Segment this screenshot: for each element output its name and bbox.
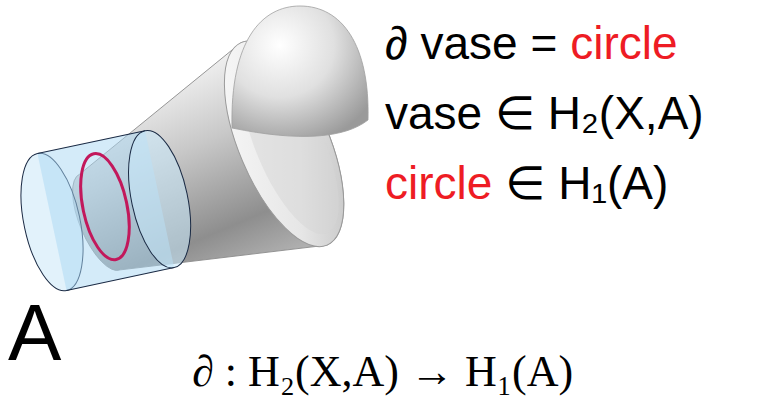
boundary-circle [72, 149, 137, 264]
vase-class: vase ∈ H₂(X,A) [385, 90, 704, 136]
region-a-cylinder [10, 125, 201, 296]
boundary-map: ∂ : H₂(X,A) → H₁(A) [192, 350, 573, 394]
circle-class: ∈ H₁(A) [505, 160, 668, 206]
boundary-equation: ∂ vase = [385, 20, 557, 66]
vase-dome [232, 6, 368, 136]
circle-term: circle [385, 160, 492, 206]
subspace-label: A [8, 293, 61, 373]
circle-term: circle [570, 20, 677, 66]
